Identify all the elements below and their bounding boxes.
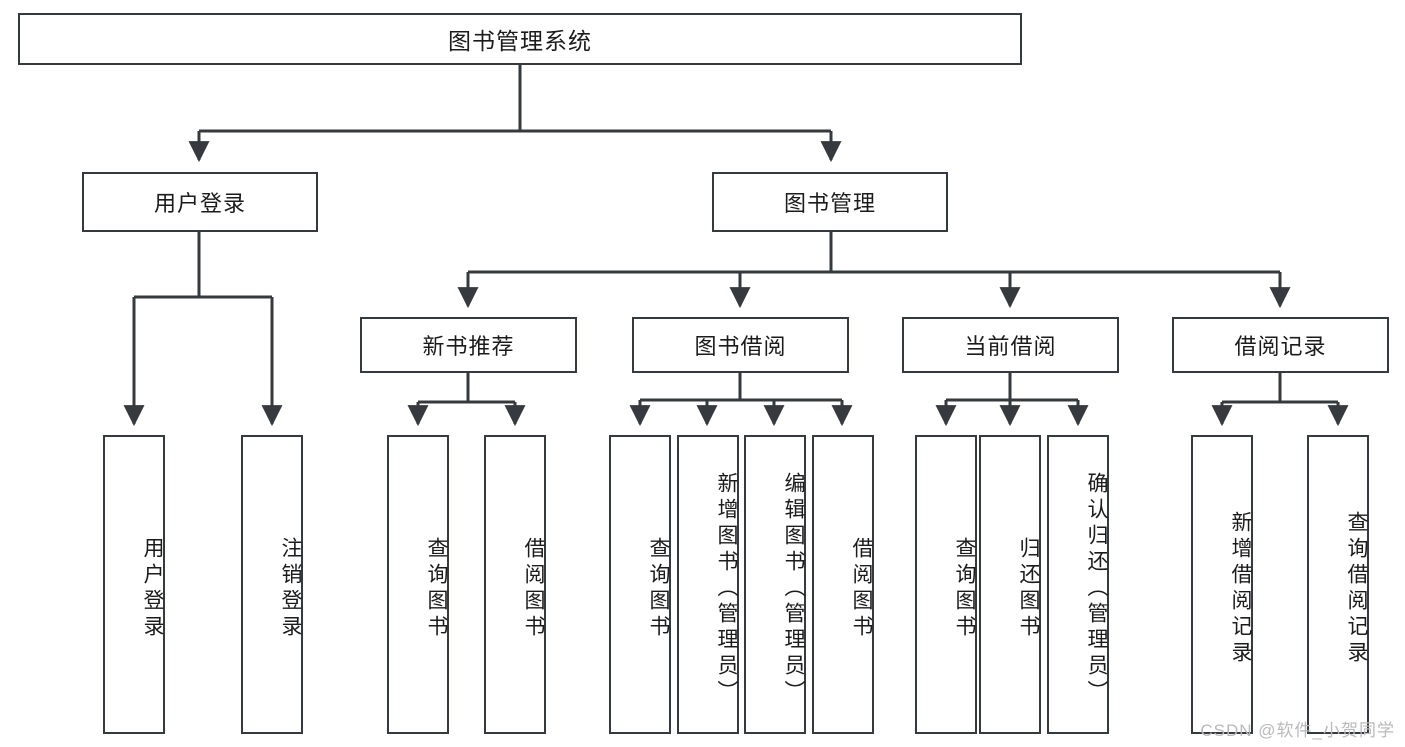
node-book-management[interactable]: 图书管理 (712, 172, 948, 232)
node-label: 图书管理系统 (448, 28, 592, 54)
node-label: 查询图书 (425, 536, 448, 641)
node-label: 借阅记录 (1234, 334, 1327, 359)
node-root-system[interactable]: 图书管理系统 (18, 13, 1022, 65)
node-new-book-recommend[interactable]: 新书推荐 (360, 317, 577, 373)
node-book-borrow[interactable]: 图书借阅 (632, 317, 849, 373)
node-borrow-record[interactable]: 借阅记录 (1172, 317, 1389, 373)
node-label: 图书管理 (783, 191, 876, 216)
leaf-edit-book-admin[interactable]: 编辑图书（管理员） (744, 435, 806, 734)
leaf-user-login[interactable]: 用户登录 (103, 435, 165, 734)
leaf-add-borrow-record[interactable]: 新增借阅记录 (1191, 435, 1253, 734)
watermark: CSDN @软件_小贺同学 (1200, 721, 1395, 740)
leaf-query-book-borrow[interactable]: 查询图书 (609, 435, 671, 734)
node-label: 注销登录 (279, 536, 302, 641)
node-label: 图书借阅 (694, 334, 787, 359)
leaf-query-book-recommend[interactable]: 查询图书 (387, 435, 449, 734)
leaf-query-borrow-record[interactable]: 查询借阅记录 (1307, 435, 1369, 734)
node-user-login[interactable]: 用户登录 (82, 172, 318, 232)
node-label: 借阅图书 (850, 536, 873, 641)
node-label: 确认归还（管理员） (1085, 471, 1108, 706)
node-label: 用户登录 (141, 536, 164, 641)
node-label: 新增图书（管理员） (715, 471, 738, 706)
node-label: 当前借阅 (964, 334, 1057, 359)
leaf-return-book[interactable]: 归还图书 (979, 435, 1041, 734)
node-label: 借阅图书 (522, 536, 545, 641)
node-label: 查询图书 (953, 536, 976, 641)
leaf-user-logout[interactable]: 注销登录 (241, 435, 303, 734)
leaf-borrow-book[interactable]: 借阅图书 (812, 435, 874, 734)
node-label: 新增借阅记录 (1229, 510, 1252, 667)
node-current-borrow[interactable]: 当前借阅 (902, 317, 1119, 373)
node-label: 查询借阅记录 (1345, 510, 1368, 667)
node-label: 新书推荐 (422, 334, 515, 359)
node-label: 编辑图书（管理员） (782, 471, 805, 706)
leaf-add-book-admin[interactable]: 新增图书（管理员） (677, 435, 739, 734)
leaf-borrow-book-recommend[interactable]: 借阅图书 (484, 435, 546, 734)
node-label: 归还图书 (1017, 536, 1040, 641)
leaf-query-book-current[interactable]: 查询图书 (915, 435, 977, 734)
node-label: 用户登录 (153, 191, 246, 216)
node-label: 查询图书 (647, 536, 670, 641)
leaf-confirm-return-admin[interactable]: 确认归还（管理员） (1047, 435, 1109, 734)
